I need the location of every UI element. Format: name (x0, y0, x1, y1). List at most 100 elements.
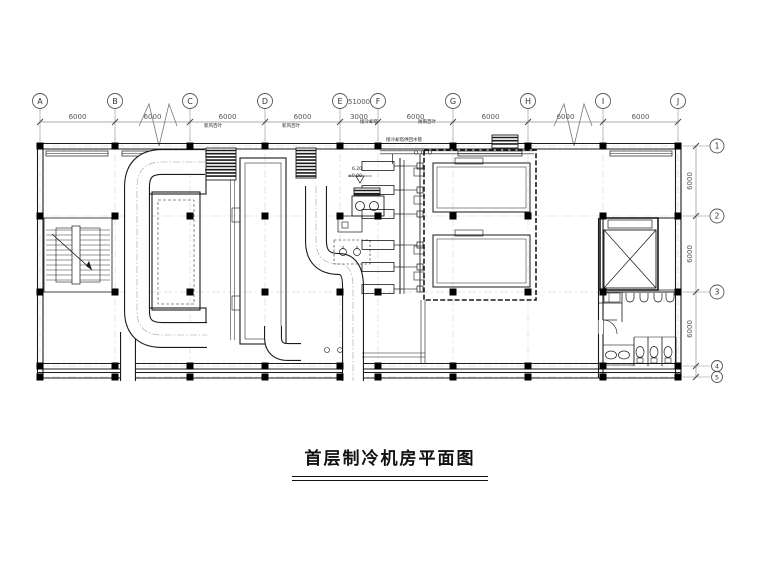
ahu-unit (151, 191, 201, 311)
stair-arrow-line (51, 233, 93, 271)
dimension-text: 6000 (294, 113, 312, 121)
column (524, 373, 532, 381)
column (336, 142, 344, 150)
dim-tick (261, 118, 269, 126)
column (674, 288, 682, 296)
pump-group-dashed (333, 239, 371, 265)
branch-valve (416, 263, 424, 271)
column (36, 373, 44, 381)
column (674, 362, 682, 370)
mechanical-units (145, 149, 677, 366)
axis-number: 3 (715, 288, 720, 297)
toilet-tank (636, 357, 644, 364)
dim-tick (336, 118, 344, 126)
duct-centerline (136, 161, 207, 336)
stairwell (43, 217, 113, 293)
small-pump (353, 248, 361, 256)
axis-bubble (257, 93, 273, 109)
chiller-stub (231, 207, 241, 223)
column (524, 362, 532, 370)
column (674, 142, 682, 150)
title-underline (292, 476, 488, 481)
dimension-text: 6000 (632, 113, 650, 121)
axis-bubble (709, 208, 725, 224)
axis-bubble (32, 93, 48, 109)
axis-bubble (445, 93, 461, 109)
dim-tick (692, 373, 700, 381)
drain-symbol (337, 347, 343, 353)
axis-bubble (711, 371, 723, 383)
duct-body (265, 326, 301, 360)
column (111, 362, 119, 370)
pipe-valve (420, 150, 426, 155)
dim-tick (599, 118, 607, 126)
column (674, 212, 682, 220)
axis-bubble (709, 138, 725, 154)
axis-letter: J (676, 97, 679, 106)
pipe-stub (413, 271, 425, 281)
column (599, 142, 607, 150)
pump-skid (351, 195, 385, 217)
pipe-stub (413, 195, 425, 205)
column (186, 362, 194, 370)
level-triangle (355, 175, 365, 184)
column (524, 288, 532, 296)
cooling-unit-1 (432, 162, 531, 213)
urinal (625, 293, 635, 303)
urinal (653, 293, 663, 303)
unit-pad (454, 157, 484, 165)
column (599, 362, 607, 370)
axis-letter: E (337, 97, 342, 106)
urinal (665, 293, 675, 303)
annotation-text: 接冷却塔供回水管 (386, 136, 422, 143)
column (336, 288, 344, 296)
axis-letter: B (112, 97, 118, 106)
column (261, 373, 269, 381)
column (374, 212, 382, 220)
toilet-fixture (635, 346, 645, 358)
axis-number: 1 (715, 142, 720, 151)
axis-bubble (332, 93, 348, 109)
toilet-tank (650, 357, 658, 364)
column (36, 362, 44, 370)
cooling-unit-2 (432, 234, 531, 288)
column (111, 212, 119, 220)
elevator-room (599, 217, 659, 291)
axis-letter: G (450, 97, 456, 106)
column (599, 288, 607, 296)
dim-tick (186, 118, 194, 126)
annotation-text: 新风百叶 (282, 122, 300, 129)
dimension-text: 6000 (219, 113, 237, 121)
axis-bubble (370, 93, 386, 109)
axis-letter: A (37, 97, 43, 106)
cooling-unit-2-inner (436, 238, 527, 284)
stair-outer (43, 217, 113, 293)
column (111, 142, 119, 150)
wash-basin (618, 350, 630, 360)
chiller-unit (239, 157, 287, 345)
toilet-tank (664, 357, 672, 364)
column (336, 373, 344, 381)
elevator-shaft (603, 229, 657, 289)
annotation-text: 接冷却塔 (360, 118, 378, 125)
dim-tick (111, 118, 119, 126)
column (36, 142, 44, 150)
dim-tick (374, 118, 382, 126)
urinal (639, 293, 649, 303)
title-block: 首层制冷机房平面图 (280, 444, 500, 481)
axis-number: 4 (715, 363, 719, 371)
dimension-text: 6000 (557, 113, 575, 121)
pipe-stub (413, 167, 425, 177)
chiller-stub (231, 295, 241, 311)
column (336, 212, 344, 220)
column (186, 142, 194, 150)
axis-number: 2 (715, 212, 720, 221)
column (111, 373, 119, 381)
column (449, 288, 457, 296)
cooling-unit-1-inner (436, 166, 527, 209)
annotation-text: 新风百叶 (204, 122, 222, 129)
branch-valve (416, 186, 424, 194)
